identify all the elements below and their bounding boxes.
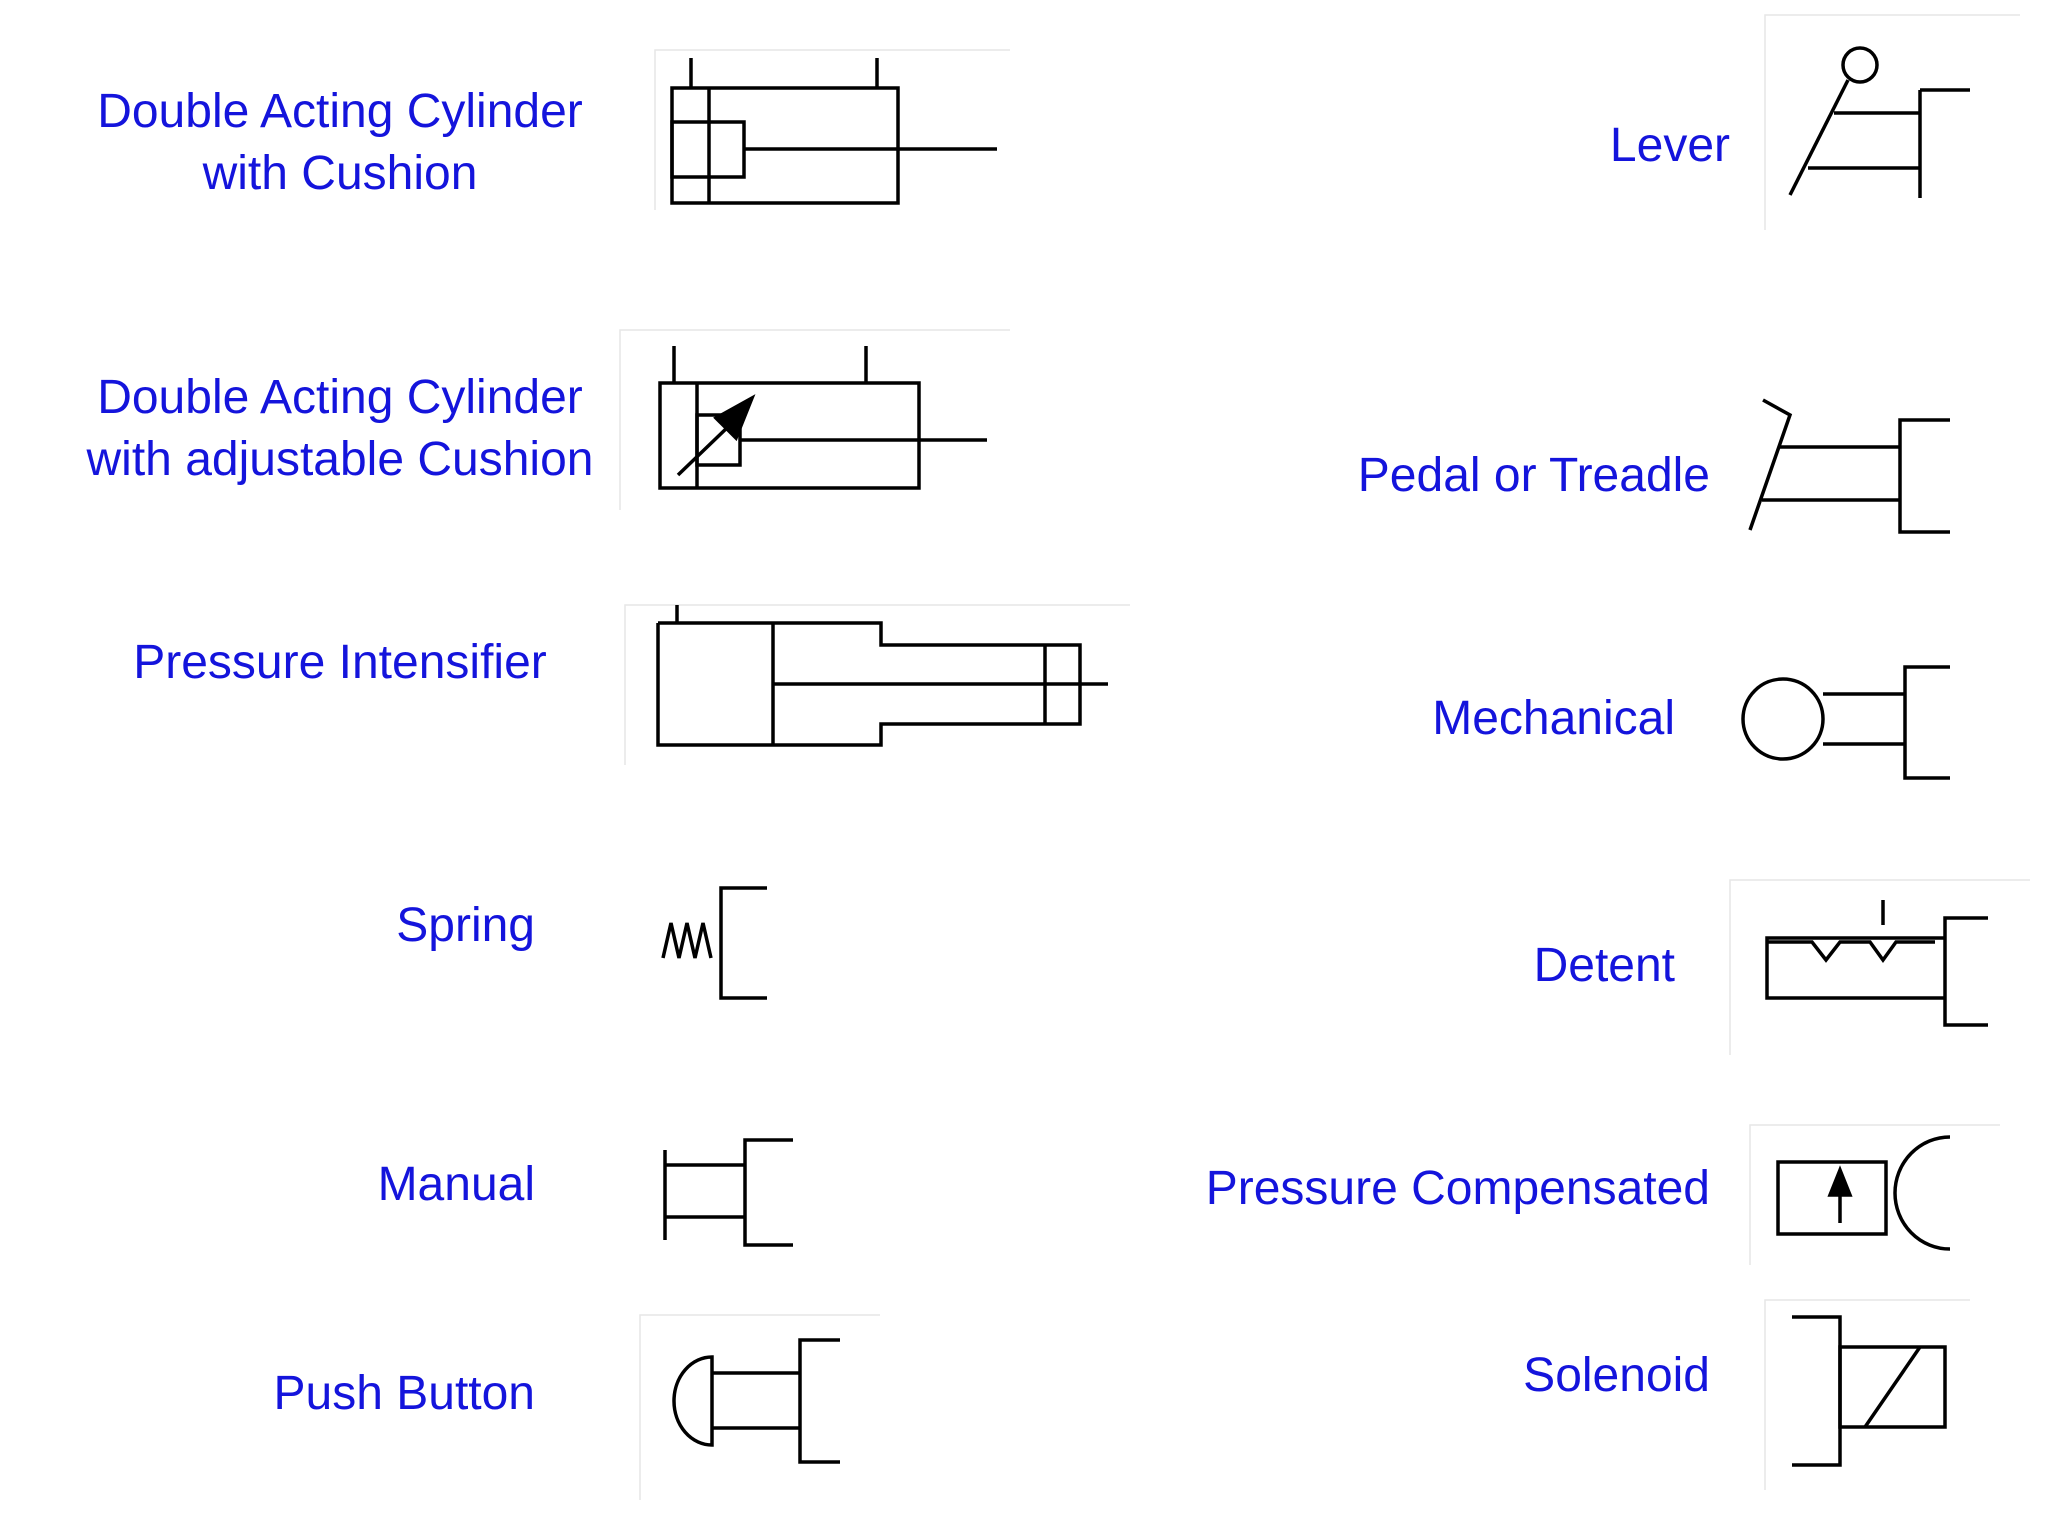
detent-symbol bbox=[1729, 879, 2030, 1055]
mechanical-symbol bbox=[1741, 665, 1950, 780]
label-mechanical: Mechanical bbox=[1432, 692, 1675, 745]
label-line-1: Double Acting Cylinder bbox=[97, 85, 583, 138]
spring-symbol bbox=[661, 886, 767, 1000]
double-acting-cylinder-cushion-symbol bbox=[654, 49, 1010, 210]
label-spring: Spring bbox=[396, 899, 535, 952]
label-lever: Lever bbox=[1609, 119, 1730, 172]
label-pressure-intensifier: Pressure Intensifier bbox=[133, 636, 547, 689]
label-double-acting-cylinder-adjustable: Double Acting Cylinder with adjustable C… bbox=[40, 367, 640, 491]
double-acting-cylinder-adjustable-symbol bbox=[619, 329, 1010, 510]
pedal-or-treadle-symbol bbox=[1748, 398, 1950, 534]
label-solenoid: Solenoid bbox=[1523, 1349, 1710, 1402]
push-button-symbol bbox=[639, 1314, 880, 1500]
label-line-1: Double Acting Cylinder bbox=[97, 371, 583, 424]
label-pedal-or-treadle: Pedal or Treadle bbox=[1357, 449, 1710, 502]
solenoid-symbol bbox=[1764, 1299, 1970, 1490]
pressure-intensifier-symbol bbox=[624, 604, 1130, 765]
label-line-2: with Cushion bbox=[202, 147, 478, 200]
label-double-acting-cylinder-cushion: Double Acting Cylinder with Cushion bbox=[40, 81, 640, 205]
label-pressure-compensated: Pressure Compensated bbox=[1205, 1162, 1710, 1215]
label-push-button: Push Button bbox=[273, 1367, 535, 1420]
label-line-2: with adjustable Cushion bbox=[86, 433, 594, 486]
pressure-compensated-symbol bbox=[1749, 1124, 2000, 1265]
manual-symbol bbox=[663, 1138, 793, 1247]
label-detent: Detent bbox=[1533, 939, 1675, 992]
label-manual: Manual bbox=[377, 1158, 535, 1211]
lever-symbol bbox=[1764, 14, 2020, 230]
